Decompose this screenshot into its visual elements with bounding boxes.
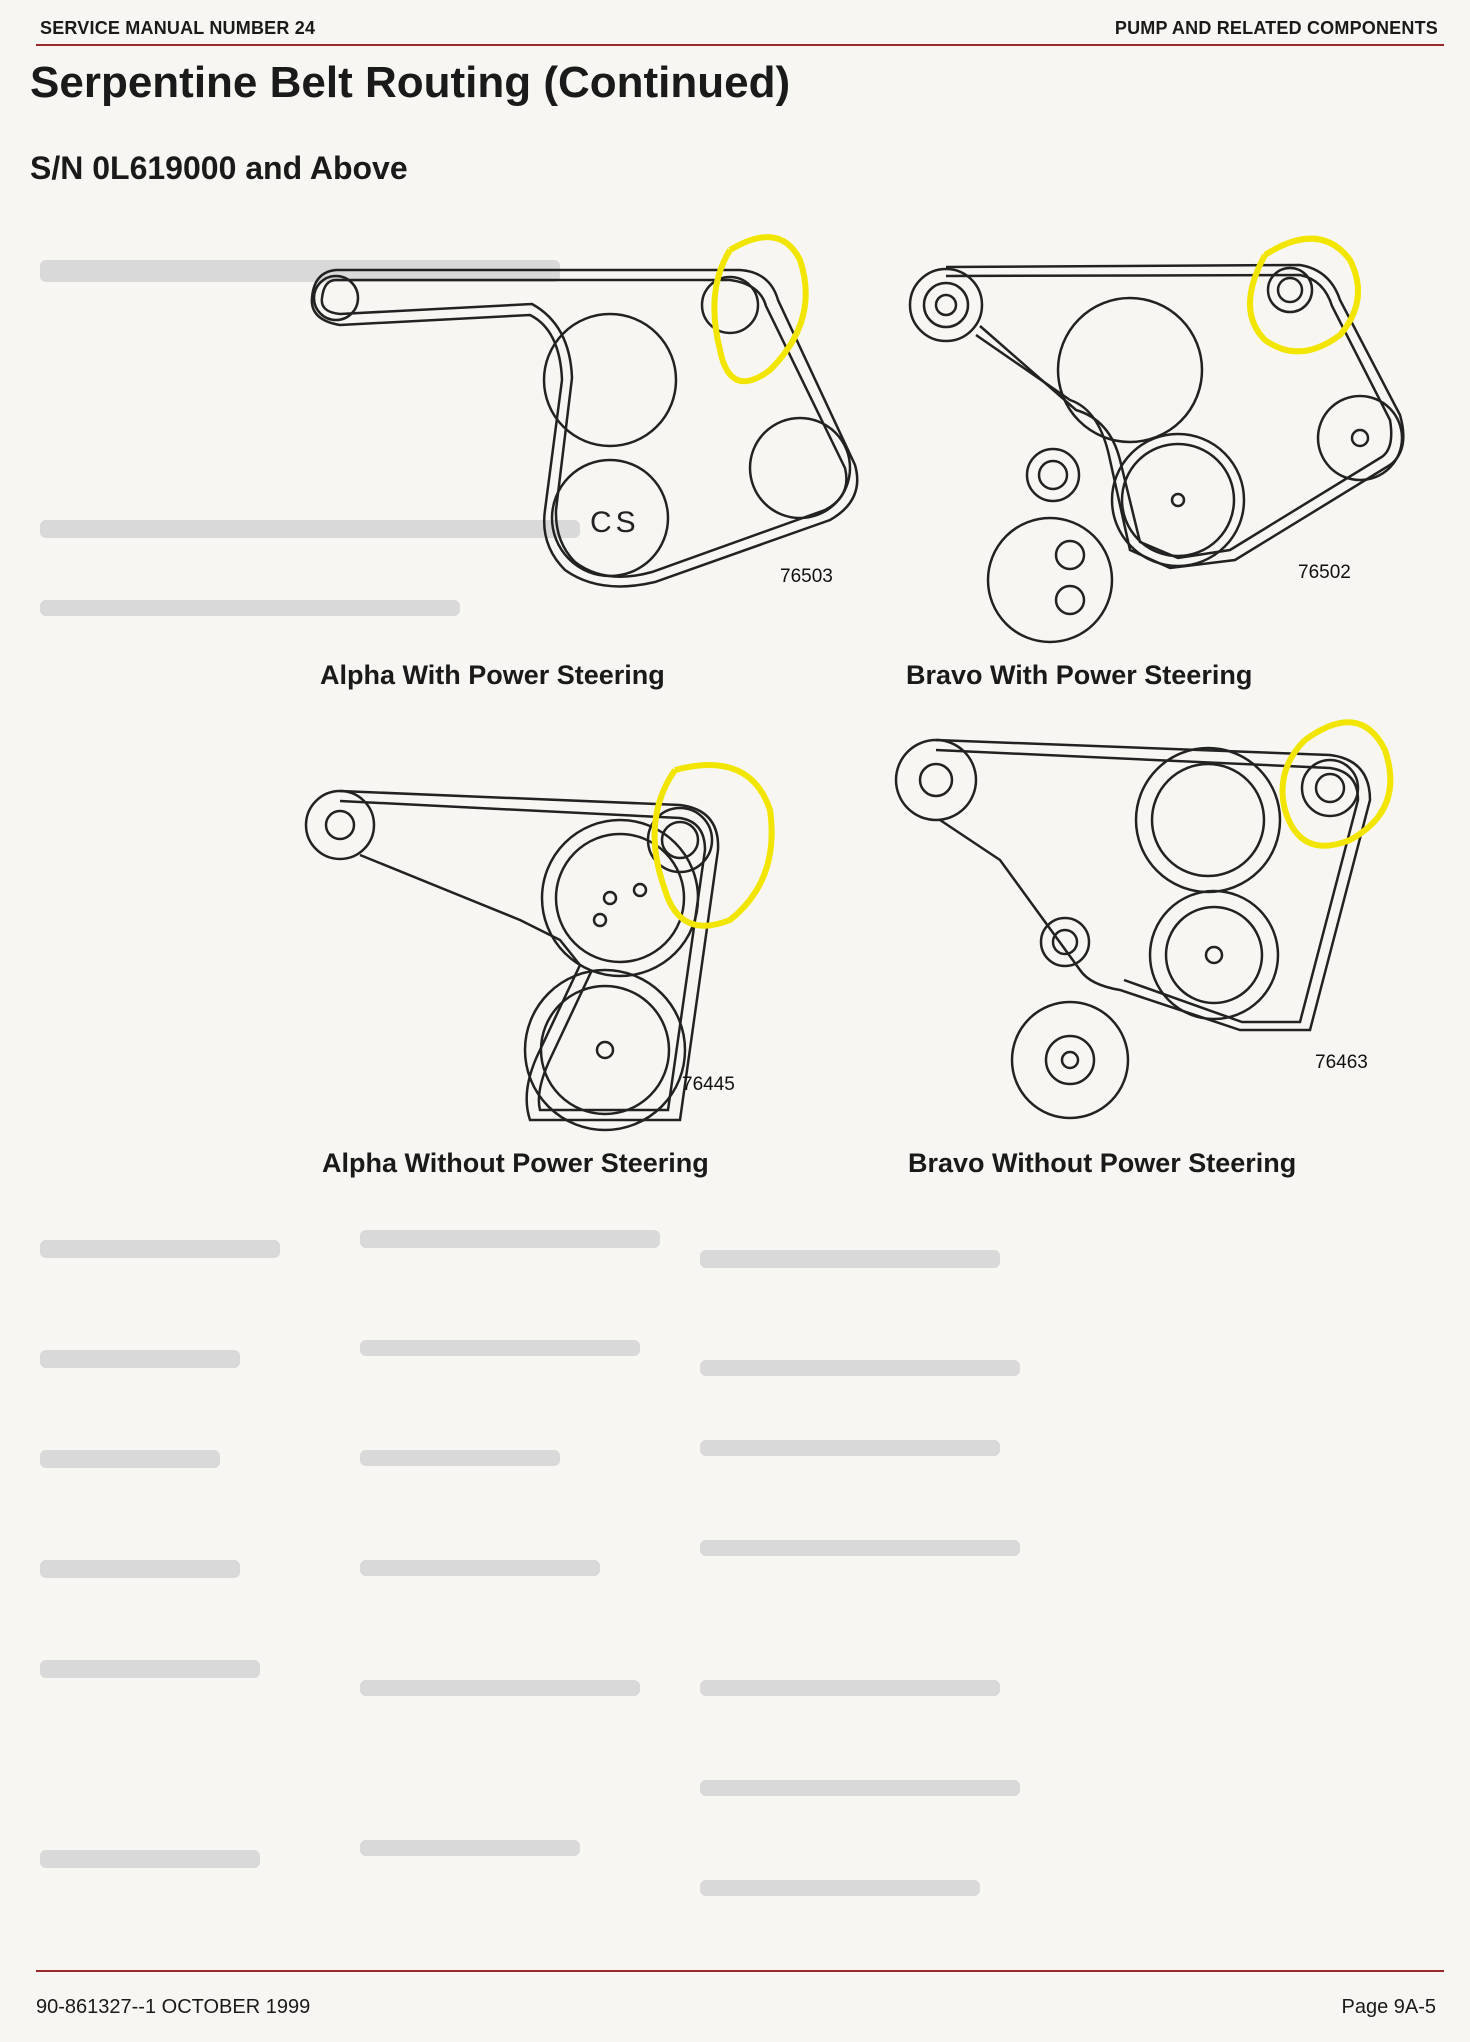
- highlight-circle: [651, 762, 775, 929]
- figure-bravo-without-ps: 76463: [880, 700, 1420, 1120]
- highlight-circle: [1279, 719, 1394, 849]
- page-title: Serpentine Belt Routing (Continued): [30, 58, 791, 107]
- figure-number: 76503: [780, 566, 833, 587]
- figure-alpha-with-ps: CS 76503: [300, 200, 880, 610]
- figure-alpha-without-ps: 76445: [300, 730, 840, 1150]
- caption-alpha-with-ps: Alpha With Power Steering: [320, 660, 665, 690]
- cs-pulley-label: CS: [590, 506, 640, 539]
- header-rule: [36, 44, 1444, 46]
- serial-subtitle: S/N 0L619000 and Above: [30, 150, 408, 186]
- manual-header: SERVICE MANUAL NUMBER 24: [40, 18, 316, 38]
- caption-bravo-with-ps: Bravo With Power Steering: [906, 660, 1253, 690]
- highlight-circle: [711, 234, 809, 385]
- caption-bravo-without-ps: Bravo Without Power Steering: [908, 1148, 1297, 1178]
- footer-page-number: Page 9A-5: [1341, 1996, 1436, 2018]
- figure-number: 76445: [682, 1074, 735, 1095]
- figure-number: 76463: [1315, 1052, 1368, 1073]
- section-header: PUMP AND RELATED COMPONENTS: [1114, 18, 1438, 38]
- caption-alpha-without-ps: Alpha Without Power Steering: [322, 1148, 709, 1178]
- footer-rule: [36, 1970, 1444, 1972]
- highlight-circle: [1247, 235, 1361, 355]
- figure-number: 76502: [1298, 562, 1351, 583]
- footer-doc-number: 90-861327--1 OCTOBER 1999: [36, 1996, 311, 2018]
- figure-bravo-with-ps: 76502: [880, 210, 1420, 650]
